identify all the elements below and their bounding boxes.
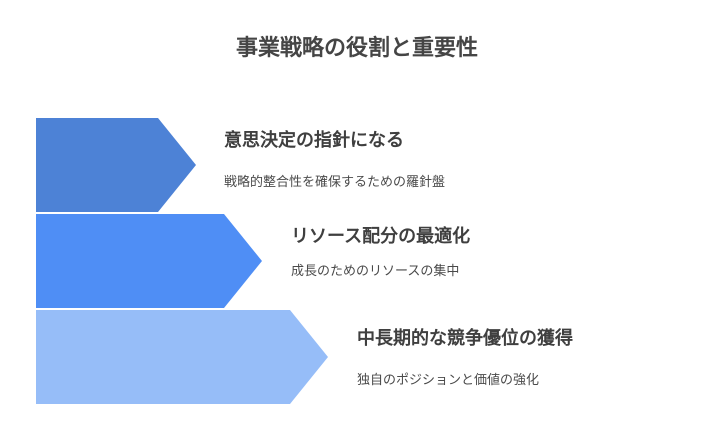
item-3-description: 独自のポジションと価値の強化 bbox=[357, 373, 540, 388]
item-1-description: 戦略的整合性を確保するための羅針盤 bbox=[224, 175, 446, 190]
chevron-arrow-1 bbox=[36, 118, 196, 212]
item-3-title: 中長期的な競争優位の獲得 bbox=[357, 328, 573, 349]
chevron-arrow-3 bbox=[36, 310, 328, 404]
chevron-arrow-2 bbox=[36, 214, 262, 308]
diagram-title: 事業戦略の役割と重要性 bbox=[235, 36, 478, 61]
item-2-title: リソース配分の最適化 bbox=[291, 226, 471, 247]
item-2-description: 成長のためのリソースの集中 bbox=[291, 264, 460, 279]
item-1-title: 意思決定の指針になる bbox=[224, 130, 404, 151]
